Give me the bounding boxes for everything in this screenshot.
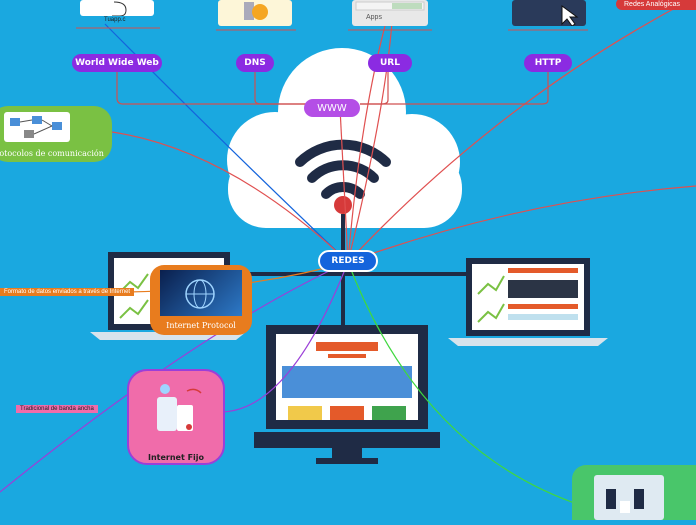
cloud-wifi-illustration [227, 48, 462, 228]
world-wide-web-node[interactable]: World Wide Web [72, 54, 162, 72]
protocols-node[interactable]: Protocolos de comunicación [0, 106, 112, 162]
internet-fijo-node[interactable]: Internet Fijo [127, 369, 225, 465]
globe-keyboard-image [160, 270, 242, 316]
redes-central-node[interactable]: REDES [318, 250, 378, 272]
bottom-right-image [594, 475, 664, 520]
redes-analogicas-node[interactable]: Redes Analógicas [616, 0, 696, 10]
router-phone-icon [157, 384, 202, 431]
laptop-right-illustration [448, 258, 608, 346]
internet-protocol-label: Internet Protocol [166, 321, 236, 330]
internet-protocol-note[interactable]: Formato de datos enviados a través de In… [0, 288, 135, 296]
internet-protocol-node[interactable]: Internet Protocol [150, 265, 252, 335]
browser-icon [355, 1, 425, 11]
www-node[interactable]: WWW [304, 99, 360, 117]
people-icon [606, 489, 644, 513]
protocols-label: Protocolos de comunicación [0, 149, 104, 158]
url-card-apps-text: Apps [366, 14, 382, 21]
bottom-right-node[interactable] [572, 465, 696, 520]
globe-icon [185, 279, 215, 309]
url-node[interactable]: URL [368, 54, 412, 72]
http-node[interactable]: HTTP [524, 54, 572, 72]
top-card-underlines [76, 27, 588, 31]
dns-image-card [218, 0, 292, 26]
mouse-image-card [80, 0, 154, 17]
monitor-illustration [254, 325, 440, 464]
cursor-icon [561, 5, 579, 27]
network-diagram-image [4, 112, 70, 142]
dns-node[interactable]: DNS [236, 54, 274, 72]
internet-fijo-label: Internet Fijo [147, 453, 205, 462]
network-icon [10, 116, 62, 138]
www-hub-lines [116, 70, 549, 105]
internet-fijo-note[interactable]: Tradicional de banda ancha [16, 405, 98, 413]
mouse-caption: Tuapp.c [104, 17, 126, 23]
server-icon [244, 2, 268, 20]
url-image-card: Apps [352, 0, 428, 26]
mouse-icon [112, 1, 127, 17]
http-image-card [512, 0, 586, 27]
